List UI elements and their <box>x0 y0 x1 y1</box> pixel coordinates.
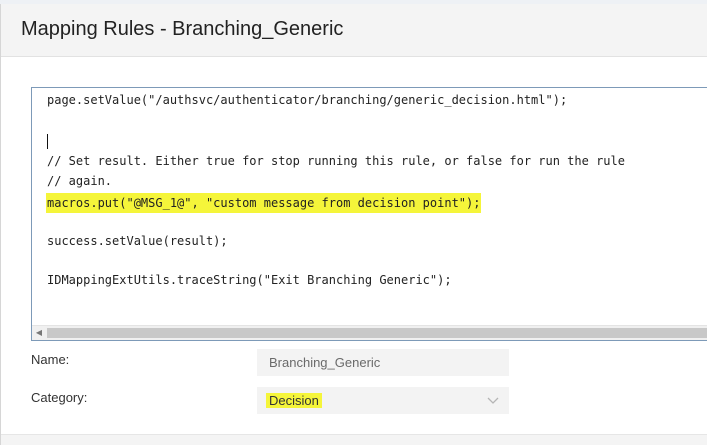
category-label: Category: <box>31 390 88 405</box>
scroll-left-arrow-icon[interactable]: ◀ <box>35 328 43 337</box>
dialog-header: Mapping Rules - Branching_Generic <box>1 4 707 57</box>
category-select-value: Decision <box>266 393 322 408</box>
scrollbar-thumb[interactable] <box>47 328 707 338</box>
dialog-footer <box>1 434 707 445</box>
code-line: success.setValue(result); <box>47 234 228 248</box>
name-field-value: Branching_Generic <box>269 355 381 370</box>
name-field[interactable]: Branching_Generic <box>257 349 509 376</box>
code-line: IDMappingExtUtils.traceString("Exit Bran… <box>47 273 452 287</box>
background-page-strip <box>0 0 707 4</box>
mapping-rules-dialog: Mapping Rules - Branching_Generic page.s… <box>0 4 707 445</box>
code-line: // Set result. Either true for stop runn… <box>47 154 625 168</box>
chevron-down-icon <box>487 397 499 404</box>
category-select[interactable]: Decision <box>257 387 509 414</box>
code-editor[interactable]: page.setValue("/authsvc/authenticator/br… <box>31 87 707 341</box>
name-label: Name: <box>31 352 70 367</box>
code-line-highlighted: macros.put("@MSG_1@", "custom message fr… <box>46 193 482 213</box>
text-caret <box>47 134 48 149</box>
code-line: // again. <box>47 174 113 188</box>
horizontal-scrollbar[interactable]: ◀ <box>32 325 707 340</box>
dialog-title: Mapping Rules - Branching_Generic <box>21 18 344 40</box>
code-line: page.setValue("/authsvc/authenticator/br… <box>47 93 568 107</box>
